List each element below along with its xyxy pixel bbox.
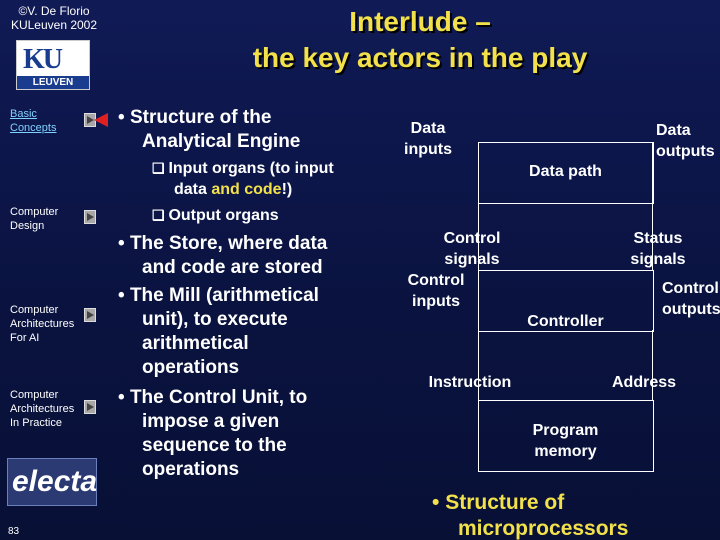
sidebar-item-label: Architectures [10,318,75,330]
bullet-analytical-engine: • Structure of the Analytical Engine [118,106,300,154]
sub-bullet-text: data [174,181,212,198]
control-outputs-label: Control outputs [662,278,720,320]
bullet-icon: • [432,491,446,514]
data-outputs-label-line: Data [656,122,691,139]
bullet-text: operations [142,459,240,480]
data-inputs-label-line: inputs [404,141,452,158]
ku-leuven-logo: KU LEUVEN [16,40,90,90]
data-outputs-label-line: outputs [656,143,715,160]
sidebar-item-label: Computer [10,304,59,316]
status-signals-label-line: signals [630,251,686,268]
title-line-1: Interlude – [349,6,491,37]
status-signals-label-line: Status [633,230,683,247]
bullet-text: microprocessors [458,517,629,540]
data-path-box [478,142,654,204]
bullet-icon: • [118,107,130,128]
bullet-icon: • [118,233,130,254]
sub-bullet-input-organs: ❑ Input organs (to input data and code!) [152,158,334,200]
bullet-text: The Store, where data [129,233,328,254]
status-signals-label: Status signals [618,228,698,270]
bullet-text: arithmetical [142,333,249,354]
address-label: Address [611,374,677,391]
sidebar-item-label: Concepts [10,122,57,134]
connector-line [478,202,479,270]
bullet-text: The Mill (arithmetical [129,285,319,306]
copyright-notice: ©V. De Florio KULeuven 2002 [6,4,102,32]
page-number: 83 [8,526,20,537]
controller-label: Controller [527,313,604,330]
sidebar-item-computer-architectures-practice[interactable]: Computer Architectures In Practice [10,388,74,430]
sub-bullet-text: Output organs [168,207,279,224]
program-memory-label-line: memory [534,443,597,460]
connector-line [652,202,653,270]
data-inputs-label: Data inputs [388,118,468,160]
ku-logo-letters: KU [23,44,63,75]
bullet-text: sequence to the [142,435,287,456]
sidebar-item-computer-architectures-ai[interactable]: Computer Architectures For AI [10,303,74,345]
checkbox-bullet-icon: ❑ [152,207,169,223]
sidebar-item-label: Design [10,220,45,232]
bullet-icon: • [118,387,130,408]
copyright-institution: KULeuven 2002 [10,18,98,32]
control-outputs-label-line: Control [662,280,719,297]
leuven-logo-text: LEUVEN [17,76,89,89]
current-section-arrow-icon [94,113,108,127]
connector-line [652,142,653,202]
sidebar-play-button-computer-architectures-practice[interactable] [84,400,96,414]
control-signals-label-line: Control [443,230,501,247]
sidebar-item-basic-concepts[interactable]: Basic Concepts [10,107,56,135]
sidebar-item-label: Computer [10,389,59,401]
page-title: Interlude – the key actors in the play [150,4,690,76]
control-signals-label-line: signals [444,251,500,268]
bullet-microprocessors: • Structure of microprocessors [432,490,628,540]
highlighted-text: and code [211,181,282,198]
sidebar-item-label: For AI [10,332,40,344]
sub-bullet-output-organs: ❑ Output organs [152,205,279,226]
sub-bullet-text: !) [281,181,293,198]
program-memory-box [478,400,654,472]
bullet-text: Analytical Engine [142,131,301,152]
control-outputs-label-line: outputs [662,301,720,318]
electa-logo: electa [7,458,97,506]
sidebar-play-button-computer-design[interactable] [84,210,96,224]
bullet-text: Structure of the [129,107,272,128]
data-inputs-label-line: Data [410,120,446,137]
sidebar-item-label: In Practice [10,417,62,429]
sidebar-item-computer-design[interactable]: Computer Design [10,205,58,233]
sidebar-play-button-computer-architectures-ai[interactable] [84,308,96,322]
connector-line [652,330,653,400]
data-outputs-label: Data outputs [656,120,720,162]
bullet-icon: • [118,285,130,306]
sub-bullet-text: Input organs (to input [168,160,334,177]
bullet-text: unit), to execute [142,309,288,330]
bullet-control-unit: • The Control Unit, to impose a given se… [118,386,307,482]
data-path-label: Data path [529,163,602,180]
control-inputs-label: Control inputs [396,270,476,312]
control-signals-label: Control signals [432,228,512,270]
program-memory-label-line: Program [532,422,599,439]
bullet-text: The Control Unit, to [129,387,308,408]
bullet-text: impose a given [142,411,280,432]
electa-logo-text: electa [12,465,98,498]
sidebar-item-label: Basic [10,108,37,120]
checkbox-bullet-icon: ❑ [152,160,169,176]
bullet-mill: • The Mill (arithmetical unit), to execu… [118,284,319,380]
instruction-label: Instruction [428,374,512,391]
copyright-author: ©V. De Florio [18,4,90,18]
title-line-2: the key actors in the play [252,42,588,73]
bullet-text: Structure of [445,491,565,514]
control-inputs-label-line: inputs [412,293,460,310]
bullet-text: operations [142,357,240,378]
bullet-store: • The Store, where data and code are sto… [118,232,327,280]
sidebar-item-label: Computer [10,206,59,218]
control-inputs-label-line: Control [407,272,465,289]
program-memory-label: Program memory [478,420,653,462]
connector-line [478,330,479,400]
controller-box [478,270,654,332]
bullet-text: and code are stored [142,257,323,278]
sidebar-item-label: Architectures [10,403,75,415]
